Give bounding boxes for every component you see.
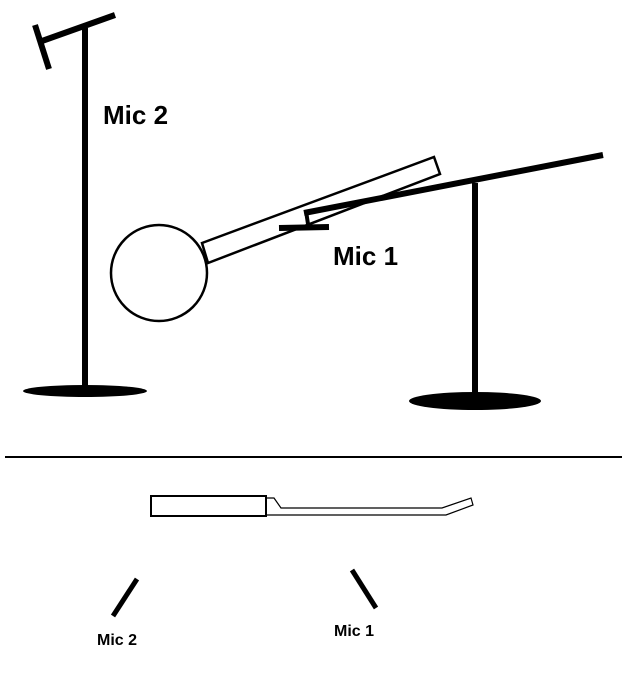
- top-view: Mic 2 Mic 1: [97, 495, 474, 649]
- instrument: [109, 155, 442, 323]
- mic1-stand: [278, 152, 604, 410]
- mic2-stand: [23, 12, 147, 397]
- mic2-label: Mic 2: [103, 100, 168, 130]
- mic2-capsule: [32, 24, 52, 70]
- mic1-capsule: [278, 224, 330, 231]
- side-view: Mic 2 Mic 1: [23, 12, 604, 410]
- instrument-top: [150, 495, 474, 517]
- mic1-base: [409, 392, 541, 410]
- mic1-top-label: Mic 1: [334, 623, 374, 640]
- instrument-body: [109, 223, 209, 323]
- mic1-top: [349, 568, 379, 610]
- mic2-base: [23, 385, 147, 397]
- mic2-top: [110, 577, 140, 618]
- mic2-top-label: Mic 2: [97, 632, 137, 649]
- mic1-label: Mic 1: [333, 241, 398, 271]
